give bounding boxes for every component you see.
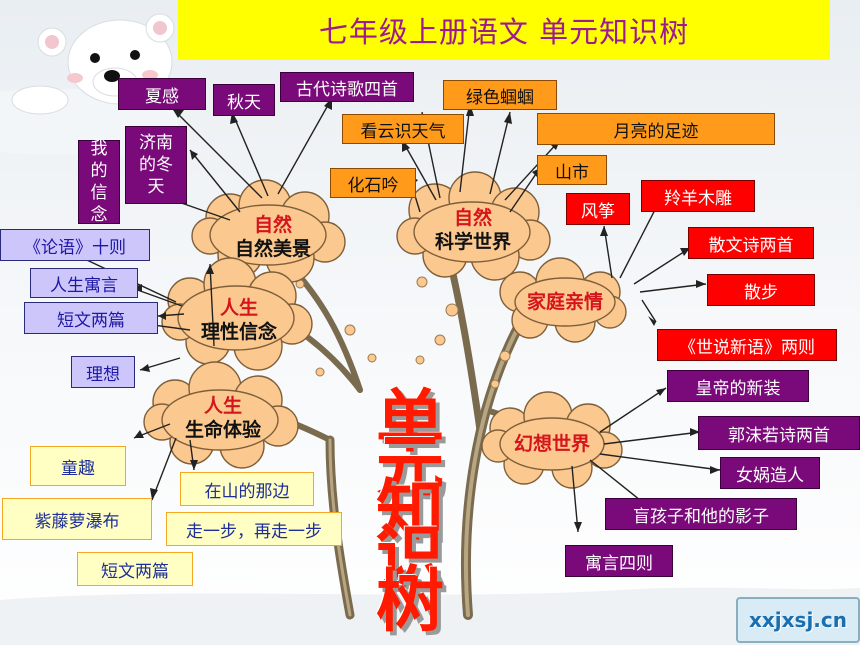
site-watermark: xxjxsj.cn bbox=[736, 597, 860, 643]
box-lvse-qiyin[interactable]: 绿色蝈蝈 bbox=[443, 80, 557, 110]
box-shan-shi[interactable]: 山市 bbox=[537, 155, 607, 185]
cloud-label-fantasy[interactable]: 幻想世界 bbox=[502, 432, 602, 456]
box-jinan-dongtian[interactable]: 济南的冬天 bbox=[125, 126, 187, 204]
trunk-char-5: 树 bbox=[376, 562, 445, 642]
box-yueliang-zuji[interactable]: 月亮的足迹 bbox=[537, 113, 775, 145]
box-yuyan-sice[interactable]: 寓言四则 bbox=[565, 545, 673, 577]
cloud-label-life-belief[interactable]: 人生 理性信念 bbox=[184, 296, 294, 344]
decorative-bubbles bbox=[295, 276, 535, 415]
box-qiu-tian[interactable]: 秋天 bbox=[213, 84, 275, 116]
box-kan-yun[interactable]: 看云识天气 bbox=[342, 114, 464, 144]
cloud-topic: 理性信念 bbox=[200, 321, 277, 343]
box-gudai-shige[interactable]: 古代诗歌四首 bbox=[280, 72, 414, 102]
cloud-fantasy bbox=[481, 391, 623, 489]
cloud-life-experience bbox=[143, 361, 299, 469]
cloud-category: 人生 bbox=[203, 395, 242, 417]
cloud-life-belief bbox=[161, 257, 313, 371]
cloud-label-family[interactable]: 家庭亲情 bbox=[515, 290, 615, 314]
cloud-topic: 幻想世界 bbox=[513, 433, 590, 455]
box-zou-yibu[interactable]: 走一步，再走一步 bbox=[166, 512, 342, 546]
cloud-topic: 家庭亲情 bbox=[526, 291, 603, 313]
cloud-category: 自然 bbox=[253, 214, 292, 236]
cloud-label-nature-beauty[interactable]: 自然 自然美景 bbox=[218, 213, 328, 261]
title-bar: 七年级上册语文 单元知识树 bbox=[178, 0, 830, 60]
cloud-nature-beauty bbox=[191, 179, 346, 283]
box-duanwen-y[interactable]: 短文两篇 bbox=[77, 552, 193, 586]
cloud-nature-science bbox=[396, 171, 551, 281]
box-sanwen-shi[interactable]: 散文诗两首 bbox=[688, 227, 814, 259]
box-guomoruo-shi[interactable]: 郭沫若诗两首 bbox=[698, 416, 860, 450]
cloud-topic: 科学世界 bbox=[434, 231, 511, 253]
cloud-label-nature-science[interactable]: 自然 科学世界 bbox=[418, 206, 528, 254]
cloud-topic: 自然美景 bbox=[234, 238, 311, 260]
box-lingyang-mudiao[interactable]: 羚羊木雕 bbox=[641, 180, 755, 212]
cloud-family bbox=[499, 257, 627, 343]
box-hua-shi-yin[interactable]: 化石吟 bbox=[330, 168, 416, 198]
box-mang-haizi[interactable]: 盲孩子和他的影子 bbox=[605, 498, 797, 530]
snow-bottom bbox=[0, 587, 860, 645]
box-sanbu[interactable]: 散步 bbox=[707, 274, 815, 306]
box-lunyu[interactable]: 《论语》十则 bbox=[0, 229, 150, 261]
box-lixiang[interactable]: 理想 bbox=[71, 356, 135, 388]
page-title: 七年级上册语文 单元知识树 bbox=[318, 15, 690, 49]
box-tong-qu[interactable]: 童趣 bbox=[30, 446, 126, 486]
box-zai-shan-nabian[interactable]: 在山的那边 bbox=[180, 472, 314, 506]
box-wo-de-xinnian[interactable]: 我的信念 bbox=[78, 139, 120, 225]
box-feng-zheng[interactable]: 风筝 bbox=[566, 193, 630, 225]
trunk-char-4: 识 bbox=[376, 517, 445, 597]
cloud-topic: 生命体验 bbox=[184, 419, 261, 441]
box-rensheng-yuyan[interactable]: 人生寓言 bbox=[30, 268, 138, 298]
cloud-category: 人生 bbox=[219, 297, 258, 319]
box-shishuo-xinyu[interactable]: 《世说新语》两则 bbox=[657, 329, 837, 361]
box-zitengluo[interactable]: 紫藤萝瀑布 bbox=[2, 498, 152, 540]
trunk-char-1: 单 bbox=[376, 382, 445, 462]
cloud-label-life-experience[interactable]: 人生 生命体验 bbox=[168, 394, 278, 442]
trunk-char-3: 知 bbox=[376, 472, 445, 552]
box-duanwen-lp[interactable]: 短文两篇 bbox=[24, 302, 158, 334]
trunk-char-2: 元 bbox=[376, 427, 445, 507]
box-nvwa[interactable]: 女娲造人 bbox=[720, 457, 820, 489]
box-huangdi-xinzhuang[interactable]: 皇帝的新装 bbox=[667, 370, 809, 402]
box-xia-gan[interactable]: 夏感 bbox=[118, 78, 206, 110]
cloud-category: 自然 bbox=[453, 207, 492, 229]
